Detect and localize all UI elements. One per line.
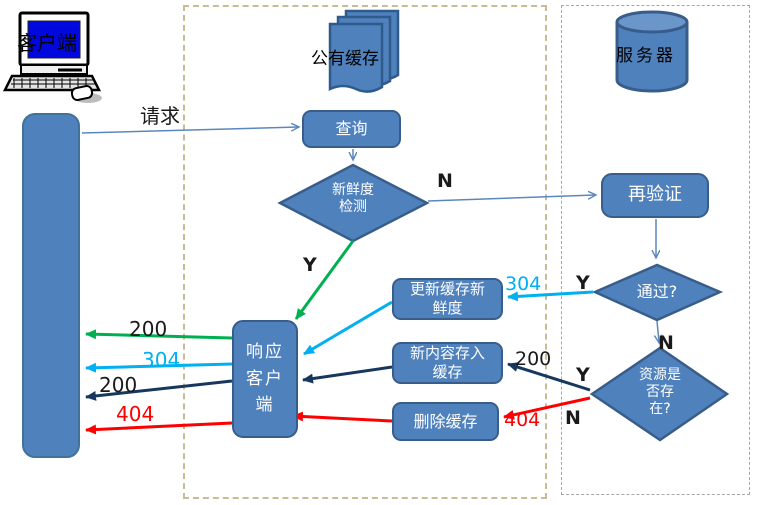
pass-yes-label: Y (576, 272, 590, 294)
steel-connectors (81, 127, 659, 342)
resource-exists-diamond (589, 346, 730, 442)
freshness-no-label: N (437, 170, 453, 192)
cache-documents-icon (328, 9, 400, 93)
freshness-check-diamond (277, 163, 430, 243)
status-304-client: 304 (142, 348, 181, 372)
pass-no-label: N (658, 332, 674, 354)
edge-delete-to-respond (292, 411, 393, 423)
edge-update-to-respond (303, 300, 393, 356)
public-cache-caption: 公有缓存 (311, 49, 379, 69)
status-404-server: 404 (504, 409, 541, 431)
edge-pass-no (657, 320, 659, 342)
status-200-green: 200 (129, 317, 168, 341)
client-computer-icon (2, 11, 102, 103)
edge-freshness-yes-green (294, 240, 355, 320)
edge-exists-no-404 (503, 396, 591, 420)
status-200-navy: 200 (99, 373, 138, 397)
exists-yes-label: Y (576, 364, 590, 386)
request-label: 请求 (140, 104, 180, 128)
node-delete-cache: 删除缓存 (392, 402, 499, 441)
edge-freshness-no (427, 195, 595, 202)
edge-exists-yes-200 (507, 362, 591, 392)
edge-respond-200-green (85, 329, 233, 340)
status-200-server: 200 (515, 348, 552, 370)
node-revalidate: 再验证 (601, 173, 709, 218)
node-update-cache-freshness: 更新缓存新 鲜度 (392, 278, 503, 320)
edge-respond-200-navy (85, 379, 233, 401)
node-delete-cache-label: 删除缓存 (413, 411, 478, 431)
node-respond-client: 响应 客户 端 (232, 320, 298, 438)
edge-request (81, 127, 298, 134)
node-query-label: 查询 (335, 119, 368, 138)
edge-respond-304 (85, 362, 233, 373)
node-revalidate-label: 再验证 (628, 184, 682, 206)
server-caption: 服务器 (616, 46, 676, 66)
pass-decision-diamond (591, 263, 724, 322)
status-304-server: 304 (505, 273, 542, 295)
client-lifeline-bar (22, 113, 80, 458)
node-store-new-content: 新内容存入 缓存 (392, 342, 503, 384)
edge-store-to-respond (302, 365, 393, 384)
node-query: 查询 (302, 110, 401, 148)
edge-respond-404 (85, 421, 233, 435)
client-caption: 客户端 (17, 31, 77, 55)
freshness-yes-label: Y (303, 254, 317, 276)
status-404-client: 404 (116, 402, 155, 426)
exists-no-label: N (565, 407, 581, 429)
edge-pass-yes-304 (507, 290, 594, 302)
server-database-icon (615, 10, 689, 93)
